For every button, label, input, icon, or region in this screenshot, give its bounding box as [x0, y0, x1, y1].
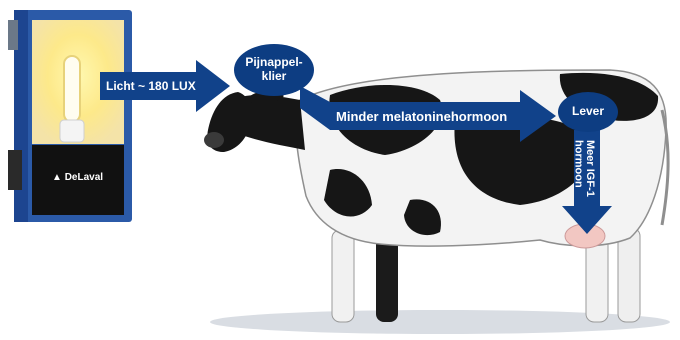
pineal-label: Pijnappel- klier [238, 56, 310, 84]
igf-label: Meer IGF-1 hormoon [572, 140, 595, 197]
melatonin-label: Minder melatoninehormoon [336, 110, 507, 123]
brand-text: DeLaval [65, 172, 103, 183]
cow-leg [618, 228, 640, 322]
bulb-tube [64, 56, 80, 122]
cow-leg [332, 230, 354, 322]
lamp [8, 10, 132, 222]
cow-muzzle [204, 132, 224, 148]
lamp-connector [8, 150, 22, 190]
liver-label: Lever [562, 105, 614, 119]
bulb-base [60, 120, 84, 142]
light-label: Licht ~ 180 LUX [106, 80, 196, 92]
lamp-bracket [8, 20, 18, 50]
lamp-brand: ▲ DeLaval [52, 172, 103, 183]
brand-logo-icon: ▲ [52, 172, 62, 183]
